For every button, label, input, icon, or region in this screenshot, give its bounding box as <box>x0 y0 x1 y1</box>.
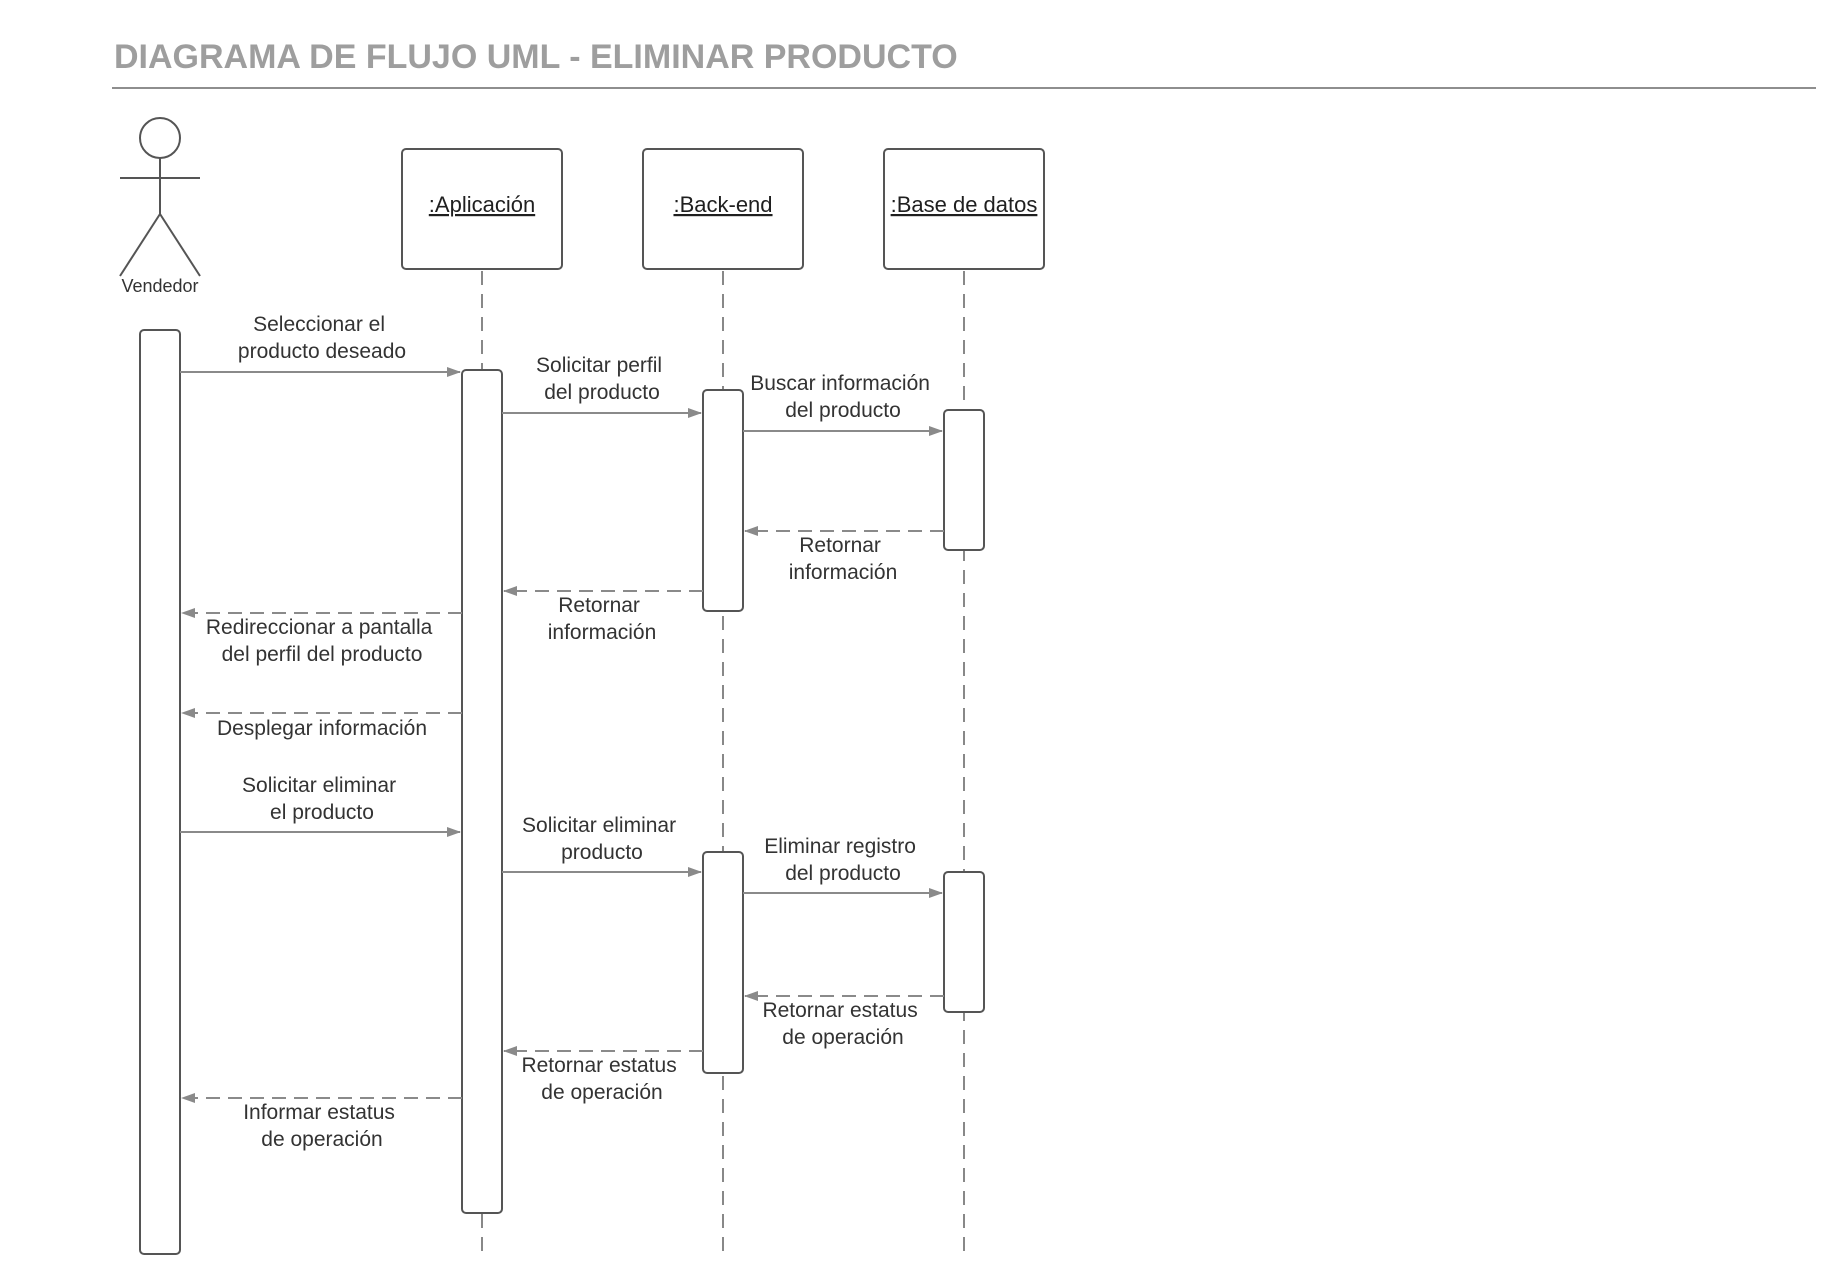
label-line: Redireccionar a pantalla <box>206 616 433 639</box>
message-5: Retornar información <box>503 586 703 644</box>
participant-label-db: :Base de datos <box>891 192 1038 217</box>
label-line: del perfil del producto <box>222 643 423 666</box>
message-label: Desplegar información <box>217 717 427 740</box>
label-line: producto <box>561 841 643 864</box>
message-label: Retornar información <box>789 534 898 584</box>
label-line: del producto <box>785 399 901 422</box>
activation-backend-1 <box>702 389 744 612</box>
label-line: de operación <box>782 1026 903 1049</box>
participant-backend: :Back-end <box>642 148 804 270</box>
message-label: Buscar información del producto <box>750 372 936 422</box>
label-line: Informar estatus <box>243 1101 395 1124</box>
label-line: Seleccionar el <box>253 313 385 336</box>
participant-box <box>883 148 1045 270</box>
activation-db-1 <box>943 409 985 551</box>
page-title: DIAGRAMA DE FLUJO UML - ELIMINAR PRODUCT… <box>114 38 958 76</box>
message-label: Retornar estatus de operación <box>521 1054 682 1104</box>
participant-db: :Base de datos <box>883 148 1045 270</box>
participant-app: :Aplicación <box>401 148 563 270</box>
label-line: información <box>548 621 657 644</box>
message-2: Solicitar perfil del producto <box>502 354 702 418</box>
message-label: Redireccionar a pantalla del perfil del … <box>206 616 438 666</box>
participant-label-backend: :Back-end <box>673 192 772 217</box>
messages: Seleccionar el producto deseado Solicita… <box>180 313 944 1151</box>
message-label: Retornar estatus de operación <box>762 999 923 1049</box>
actor-left-leg <box>119 213 161 277</box>
message-label: Seleccionar el producto deseado <box>238 313 406 363</box>
activation-backend-2 <box>702 851 744 1074</box>
message-11: Retornar estatus de operación <box>744 991 944 1049</box>
message-6: Redireccionar a pantalla del perfil del … <box>181 608 462 666</box>
message-8: Solicitar eliminar el producto <box>180 774 461 837</box>
actor-label: Vendedor <box>121 276 198 296</box>
label-line: Solicitar perfil <box>536 354 662 377</box>
message-label: Retornar información <box>548 594 657 644</box>
label-line: Solicitar eliminar <box>522 814 676 837</box>
message-10: Eliminar registro del producto <box>743 835 943 898</box>
message-label: Solicitar eliminar producto <box>522 814 682 864</box>
label-line: Solicitar eliminar <box>242 774 396 797</box>
actor-head <box>139 117 181 159</box>
label-line: de operación <box>261 1128 382 1151</box>
label-line: Retornar <box>558 594 640 617</box>
message-3: Buscar información del producto <box>743 372 943 436</box>
message-4: Retornar información <box>744 526 944 584</box>
label-line: Eliminar registro <box>764 835 916 858</box>
label-line: el producto <box>270 801 374 824</box>
actor-vendedor: Vendedor <box>119 117 201 296</box>
label-line: de operación <box>541 1081 662 1104</box>
message-1: Seleccionar el producto deseado <box>180 313 461 377</box>
activation-app <box>461 369 503 1214</box>
actor-right-leg <box>159 213 201 277</box>
label-line: Retornar <box>799 534 881 557</box>
message-label: Eliminar registro del producto <box>764 835 922 885</box>
message-7: Desplegar información <box>181 708 462 740</box>
activation-actor <box>139 329 181 1255</box>
label-line: Desplegar información <box>217 717 427 740</box>
label-line: del producto <box>544 381 660 404</box>
label-line: información <box>789 561 898 584</box>
message-13: Informar estatus de operación <box>181 1093 462 1151</box>
label-line: Retornar estatus <box>521 1054 676 1077</box>
message-label: Informar estatus de operación <box>243 1101 401 1151</box>
message-label: Solicitar eliminar el producto <box>242 774 402 824</box>
participant-label-app: :Aplicación <box>429 192 535 217</box>
participant-box <box>642 148 804 270</box>
participant-box <box>401 148 563 270</box>
label-line: del producto <box>785 862 901 885</box>
message-label: Solicitar perfil del producto <box>536 354 668 404</box>
message-12: Retornar estatus de operación <box>503 1046 703 1104</box>
message-9: Solicitar eliminar producto <box>502 814 702 877</box>
label-line: Buscar información <box>750 372 930 395</box>
label-line: Retornar estatus <box>762 999 917 1022</box>
activation-db-2 <box>943 871 985 1013</box>
label-line: producto deseado <box>238 340 406 363</box>
